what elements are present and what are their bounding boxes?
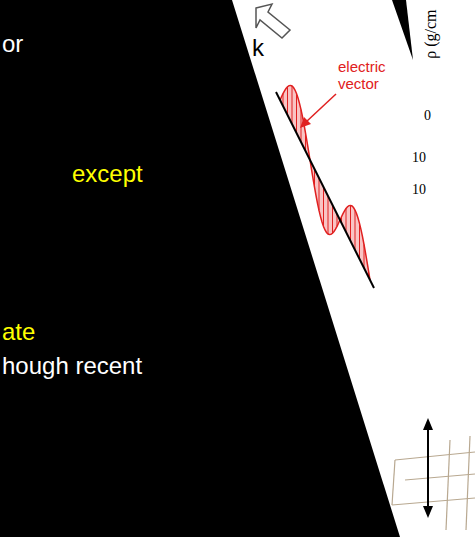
field-arrow (346, 208, 347, 232)
wave-vector-label: k (252, 34, 264, 62)
electric-vector-leader (300, 94, 336, 128)
white-strip (232, 0, 475, 537)
field-arrow (323, 187, 324, 227)
slide-text: ate (2, 318, 35, 346)
tick-label: 10 (412, 182, 426, 198)
polarizer-box (392, 436, 475, 530)
field-arrow (359, 223, 360, 259)
polarization-double-arrow (423, 418, 433, 518)
field-arrow (287, 87, 288, 115)
electric-wave (276, 85, 374, 288)
slide-text: or (2, 30, 23, 58)
propagation-axis (276, 92, 374, 288)
field-arrow (328, 196, 329, 234)
electric-vector-label: electric vector (338, 58, 400, 93)
slide-text: except (72, 160, 143, 188)
k-direction-arrow (256, 4, 290, 38)
tick-label: 10 (412, 150, 426, 166)
axis-title: ρ (g/cm (423, 9, 441, 58)
tick-label: 0 (424, 108, 431, 124)
black-band (392, 0, 413, 60)
field-arrow (350, 205, 351, 241)
field-arrow (332, 205, 333, 233)
field-arrow (355, 210, 356, 250)
slide-text: hough recent (2, 352, 142, 380)
field-arrow (296, 93, 297, 133)
field-arrow (292, 86, 293, 124)
